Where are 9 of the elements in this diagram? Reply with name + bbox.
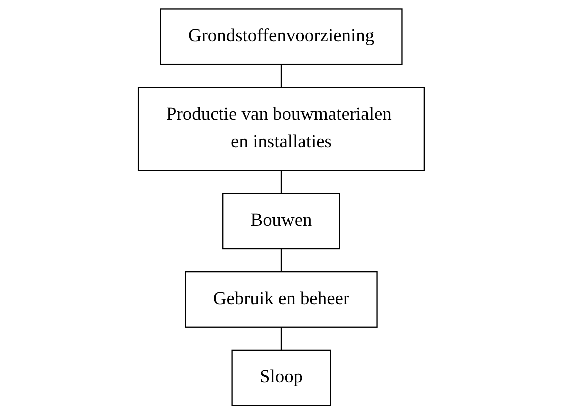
node-box: Sloop — [232, 350, 332, 406]
connector — [280, 249, 282, 272]
node-box: Grondstoffenvoorziening — [160, 8, 403, 66]
node-box: Productie van bouwmaterialen en installaties — [138, 87, 426, 172]
node-box: Gebruik en beheer — [185, 271, 378, 328]
connector — [280, 170, 282, 194]
node-box: Bouwen — [222, 193, 340, 250]
connector — [280, 327, 282, 350]
connector — [280, 64, 282, 88]
